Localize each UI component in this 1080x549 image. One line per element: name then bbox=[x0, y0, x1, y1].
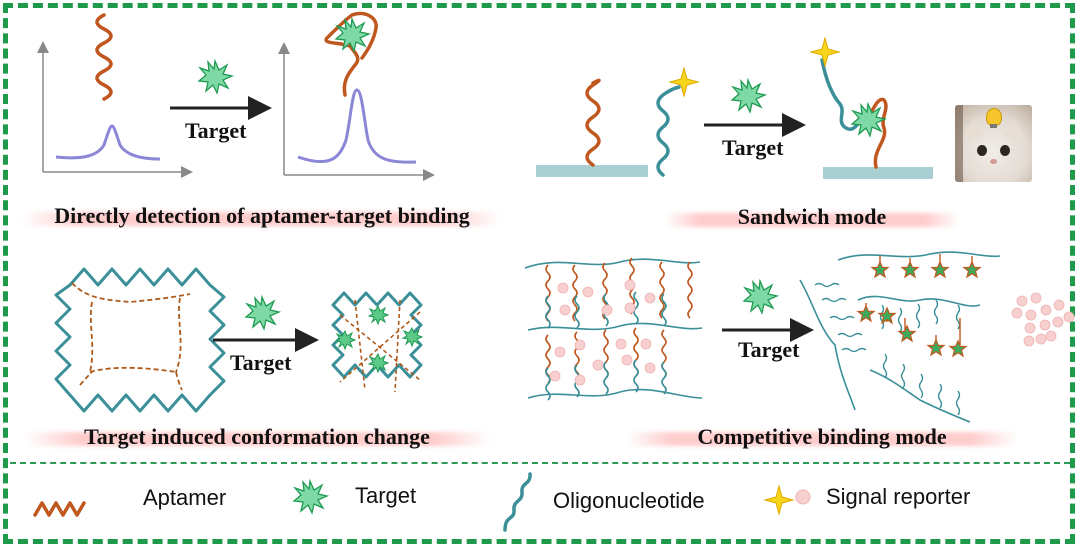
legend-label-oligonucleotide: Oligonucleotide bbox=[553, 488, 705, 513]
shrunk-hydrogel-icon bbox=[331, 291, 423, 379]
bound-target-star-icon bbox=[963, 261, 981, 278]
caption-sandwich-mode: Sandwich mode bbox=[737, 204, 887, 229]
bound-target-star-icon bbox=[927, 339, 945, 356]
released-reporter-beads bbox=[1011, 292, 1075, 347]
legend-divider bbox=[10, 462, 1070, 464]
caption-highlight bbox=[24, 432, 490, 446]
arrow-label-target: Target bbox=[722, 135, 784, 160]
legend-label-target: Target bbox=[355, 483, 417, 508]
capture-aptamer-icon bbox=[585, 78, 601, 167]
panel-competitive-binding bbox=[524, 251, 1075, 423]
outer-dashed-frame bbox=[3, 3, 1075, 544]
caption-highlight bbox=[664, 213, 960, 227]
captured-target-icon bbox=[335, 330, 356, 350]
captured-target-icon bbox=[402, 327, 423, 347]
legend-signal-bead-icon bbox=[795, 489, 811, 505]
bound-target-star-icon bbox=[871, 261, 889, 278]
target-icon bbox=[245, 296, 280, 330]
bound-target-star-icon bbox=[901, 261, 919, 278]
bound-target-star-icon bbox=[931, 261, 949, 278]
legend-label-aptamer: Aptamer bbox=[143, 485, 227, 510]
panel-sandwich-mode bbox=[536, 37, 933, 179]
captured-target-icon bbox=[368, 305, 389, 325]
caption-conformation-change: Target induced conformation change bbox=[84, 424, 430, 449]
caption-highlight bbox=[22, 212, 500, 226]
bound-target-star-icon bbox=[857, 305, 875, 322]
chart-before-icon bbox=[37, 13, 193, 178]
target-icon bbox=[198, 60, 233, 94]
caption-highlight bbox=[626, 432, 1018, 446]
captured-target-icon bbox=[368, 353, 389, 373]
aptamer-icon bbox=[95, 13, 113, 101]
arrow-label-target: Target bbox=[185, 118, 247, 143]
substrate-surface-right bbox=[823, 167, 933, 179]
target-icon bbox=[743, 280, 778, 314]
substrate-surface-left bbox=[536, 165, 648, 177]
arrow-label-target: Target bbox=[738, 337, 800, 362]
signal-star-icon bbox=[810, 37, 840, 67]
detection-oligo-icon bbox=[656, 85, 681, 177]
arrow-label-target: Target bbox=[230, 350, 292, 375]
target-icon bbox=[731, 79, 766, 113]
cat-lightbulb-image bbox=[955, 105, 1032, 182]
bound-target-star-icon bbox=[949, 340, 967, 357]
signal-star-icon bbox=[669, 67, 699, 97]
panel-conformation-change bbox=[54, 267, 423, 413]
hydrogel-network-icon bbox=[54, 267, 226, 413]
encapsulated-reporter-beads bbox=[549, 279, 656, 386]
caption-direct-detection: Directly detection of aptamer-target bin… bbox=[54, 203, 470, 228]
legend-signal-star-icon bbox=[764, 485, 794, 515]
sandwiched-target-icon bbox=[851, 103, 886, 137]
panel-direct-detection bbox=[37, 11, 435, 181]
legend-label-signal-reporter: Signal reporter bbox=[826, 484, 971, 509]
legend-target-icon bbox=[293, 480, 328, 514]
caption-competitive-binding: Competitive binding mode bbox=[697, 424, 947, 449]
legend-aptamer-icon bbox=[33, 501, 86, 517]
legend-oligonucleotide-icon bbox=[503, 472, 532, 532]
chart-after-icon bbox=[278, 11, 435, 181]
